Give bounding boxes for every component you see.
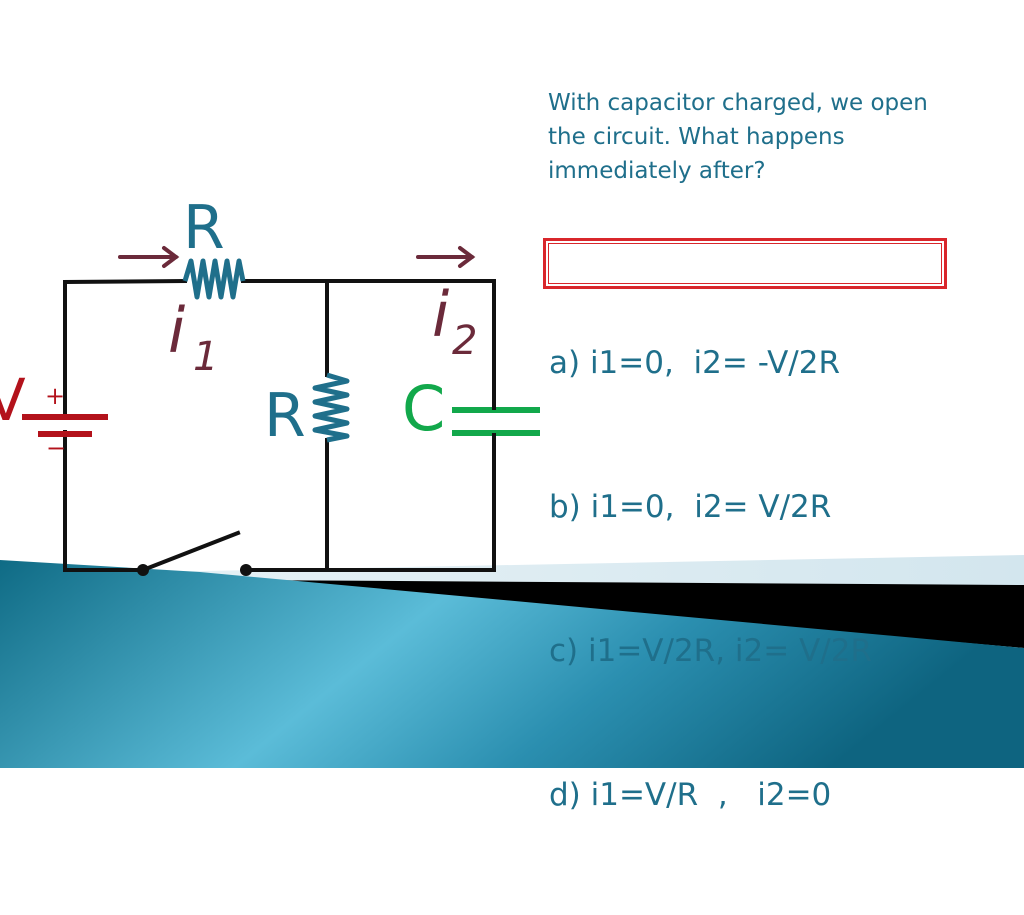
answer-options: a) i1=0, i2= -V/2R b) i1=0, i2= V/2R c) … — [549, 243, 872, 915]
switch-contact-right — [240, 564, 252, 576]
current-arrow-2 — [416, 246, 476, 268]
slide: R R C V + − i 1 i 2 With capacitor charg… — [0, 86, 1024, 813]
wire-left-top — [63, 278, 188, 417]
battery-plus-sign: + — [45, 382, 65, 410]
switch-blade — [140, 530, 241, 573]
current-2-symbol: i — [432, 278, 449, 351]
current-2-subscript: 2 — [452, 318, 477, 364]
question-line: the circuit. What happens — [548, 124, 845, 150]
option-c[interactable]: c) i1=V/2R, i2= V/2R — [549, 633, 873, 669]
resistor-top-zigzag — [182, 258, 246, 300]
option-a[interactable]: a) i1=0, i2= -V/2R — [549, 345, 840, 381]
circuit-wires — [63, 278, 496, 573]
resistor-top-label: R — [183, 193, 225, 263]
current-1-subscript: 1 — [193, 334, 218, 380]
battery-minus-sign: − — [46, 434, 66, 462]
background-wave — [0, 555, 1024, 768]
battery-label: V — [0, 366, 26, 434]
resistor-middle-zigzag — [312, 372, 350, 443]
capacitor-label: C — [402, 372, 445, 445]
option-b[interactable]: b) i1=0, i2= V/2R — [549, 489, 832, 525]
question-text: With capacitor charged, we open the circ… — [548, 86, 1008, 188]
option-d[interactable]: d) i1=V/R , i2=0 — [549, 777, 832, 813]
wire-bottom-right — [244, 436, 496, 572]
correct-answer-highlight — [543, 238, 947, 289]
question-line: immediately after? — [548, 158, 766, 184]
current-arrow-1 — [118, 246, 180, 268]
current-1-symbol: i — [168, 294, 185, 367]
question-line: With capacitor charged, we open — [548, 90, 928, 116]
circuit-diagram: R R C V + − i 1 i 2 — [0, 193, 1024, 768]
switch-contact-left — [137, 564, 149, 576]
resistor-middle-label: R — [264, 381, 306, 451]
